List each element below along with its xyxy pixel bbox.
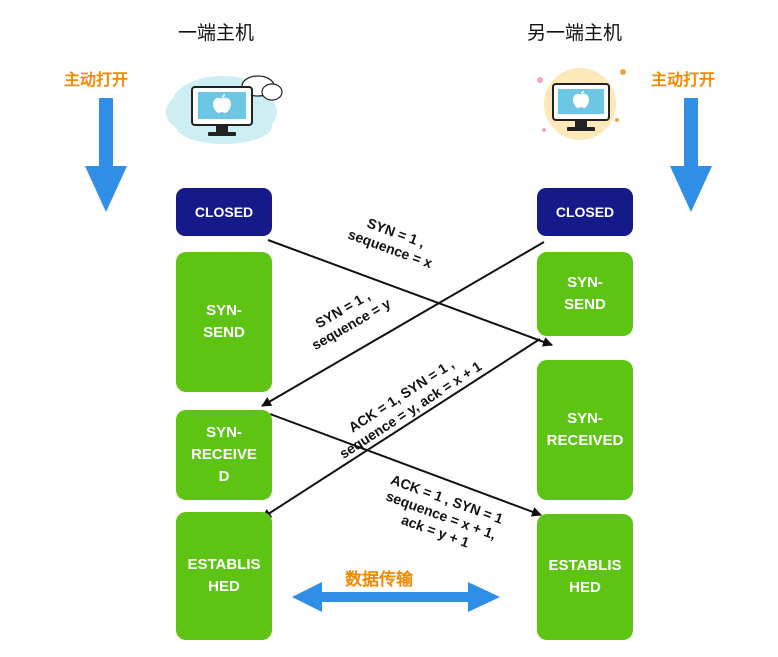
- left-state-closed: CLOSED: [176, 188, 272, 236]
- computer-in-cloud-icon: [166, 75, 283, 144]
- right-state-syn-received: SYN- RECEIVED: [537, 360, 633, 500]
- left-state-syn-received: SYN- RECEIVE D: [176, 410, 272, 500]
- message-arrow-syn-x: [267, 239, 553, 347]
- apple-logo-icon: [573, 91, 589, 108]
- left-state-established: ESTABLIS HED: [176, 512, 272, 640]
- right-state-syn-send: SYN- SEND: [537, 252, 633, 336]
- left-down-arrow-icon: [85, 98, 127, 212]
- right-state-closed: CLOSED: [537, 188, 633, 236]
- left-host-title: 一端主机: [178, 22, 255, 44]
- right-state-established: ESTABLIS HED: [537, 514, 633, 640]
- apple-logo-icon: [213, 94, 231, 113]
- message-arrow-syn-y: [261, 241, 545, 407]
- data-transfer-label: 数据传输: [345, 570, 413, 590]
- right-active-open-label: 主动打开: [651, 70, 716, 89]
- computer-in-circle-icon: [537, 68, 626, 140]
- message-arrow-ack-x: [261, 338, 541, 519]
- right-down-arrow-icon: [670, 98, 712, 212]
- left-active-open-label: 主动打开: [64, 70, 129, 89]
- data-transfer-arrow-icon: [292, 582, 500, 612]
- left-state-syn-send: SYN- SEND: [176, 252, 272, 392]
- right-host-title: 另一端主机: [527, 22, 623, 44]
- message-arrow-ack-y: [269, 413, 542, 517]
